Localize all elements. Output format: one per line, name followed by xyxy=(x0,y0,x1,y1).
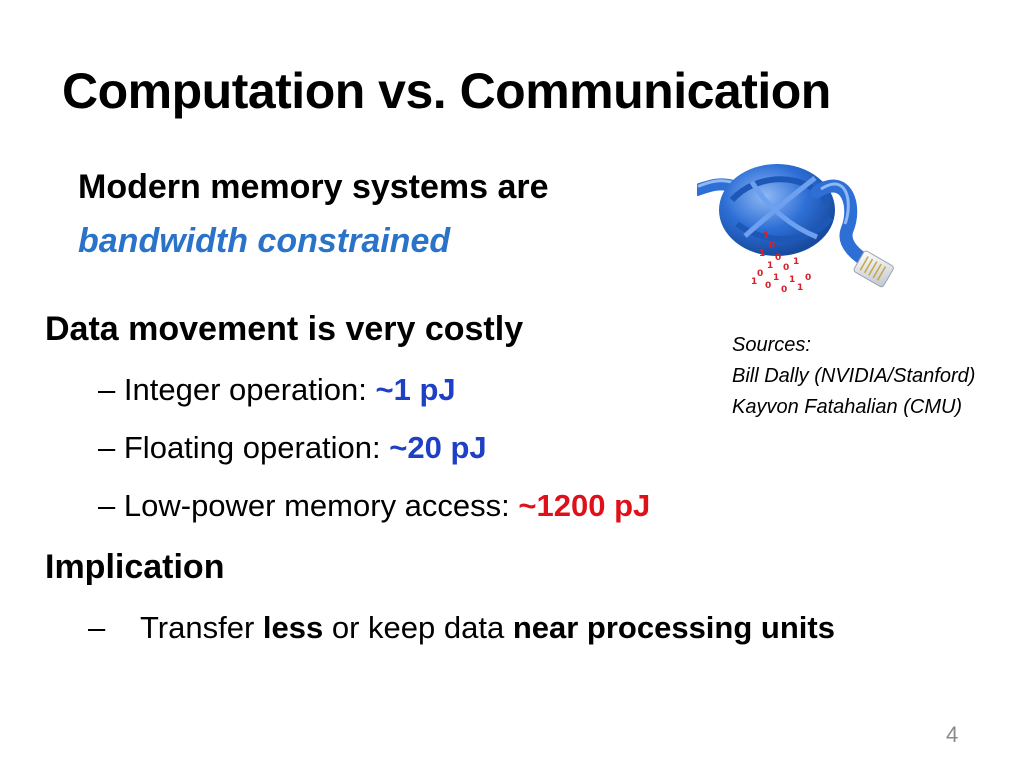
page-number: 4 xyxy=(946,722,959,747)
sources-label: Sources: xyxy=(732,334,811,356)
svg-text:1: 1 xyxy=(793,257,799,267)
list-item: – Low-power memory access: ~1200 pJ xyxy=(98,488,650,524)
item-value: ~20 pJ xyxy=(389,430,487,465)
svg-text:0: 0 xyxy=(765,281,771,291)
sources-note: Sources: Bill Dally (NVIDIA/Stanford) Ka… xyxy=(732,330,975,423)
svg-text:1: 1 xyxy=(789,275,795,285)
bullet-dash: – xyxy=(98,430,116,465)
slide-title: Computation vs. Communication xyxy=(62,63,831,119)
heading-data-movement: Data movement is very costly xyxy=(45,310,524,348)
svg-text:1: 1 xyxy=(773,273,779,283)
svg-text:0: 0 xyxy=(805,273,811,283)
list-item: – Floating operation: ~20 pJ xyxy=(98,430,487,466)
svg-text:0: 0 xyxy=(769,241,775,251)
subtitle-line-2: bandwidth constrained xyxy=(78,222,451,260)
item-label: Integer operation: xyxy=(123,372,376,407)
list-item: – Integer operation: ~1 pJ xyxy=(98,372,456,408)
bullet-dash: – xyxy=(98,488,116,523)
item-label: Floating operation: xyxy=(123,430,390,465)
svg-text:0: 0 xyxy=(781,285,787,295)
source-line: Bill Dally (NVIDIA/Stanford) xyxy=(732,365,976,387)
bullet-dash: – xyxy=(88,610,106,645)
svg-text:1: 1 xyxy=(767,261,773,271)
svg-text:1: 1 xyxy=(797,283,803,293)
item-value: ~1 pJ xyxy=(375,372,456,407)
list-item: –Transfer less or keep data near process… xyxy=(88,610,835,646)
subtitle-line-1: Modern memory systems are xyxy=(78,168,549,206)
svg-text:1: 1 xyxy=(763,231,769,241)
svg-text:1: 1 xyxy=(751,277,757,287)
source-line: Kayvon Fatahalian (CMU) xyxy=(732,396,963,418)
implication-bold-1: less xyxy=(262,610,324,645)
implication-bold-2: near processing units xyxy=(512,610,835,645)
heading-implication: Implication xyxy=(45,548,225,586)
item-value: ~1200 pJ xyxy=(518,488,651,523)
item-label: Low-power memory access: xyxy=(123,488,519,523)
svg-text:1: 1 xyxy=(759,249,765,259)
bullet-dash: – xyxy=(98,372,116,407)
implication-text-1: Transfer xyxy=(140,610,263,645)
svg-text:0: 0 xyxy=(775,253,781,263)
implication-text-2: or keep data xyxy=(323,610,513,645)
svg-text:0: 0 xyxy=(757,269,763,279)
svg-text:0: 0 xyxy=(783,263,789,273)
